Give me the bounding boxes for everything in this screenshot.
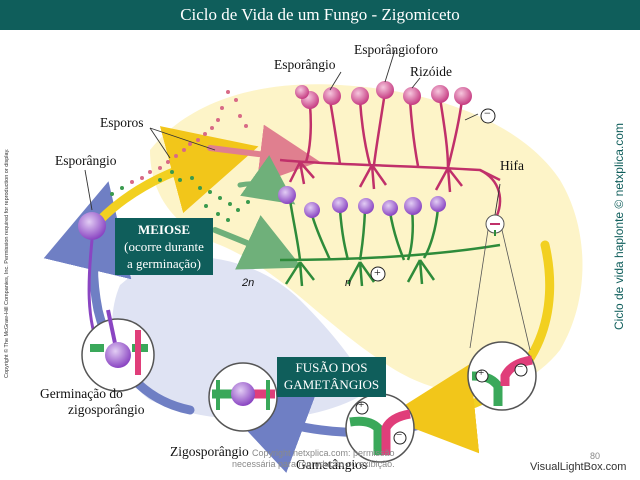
meiose-line2: a germinação) [127,256,201,271]
pink-sporangia [295,81,472,109]
watermark-line2: necessária para reprodução ou exibição. [232,459,395,469]
minus-symbol-top: − [484,106,491,120]
label-esporos: Esporos [100,115,144,130]
label-esporangioforo: Esporângioforo [354,42,438,57]
minus-symbol-zoom-gametangia: − [396,429,403,441]
meiose-box: MEIOSE (ocorre durante a germinação) [115,218,213,275]
plus-symbol-zoom-right: + [478,367,485,379]
label-gametangios: Gametângios [296,457,368,472]
label-zigosporangio: Zigosporângio [170,444,249,459]
arrow-green-up [237,155,296,205]
label-germinacao-line1: Germinação do [40,386,123,401]
side-caption-right: Ciclo de vida haplonte © netxplica.com [612,123,626,330]
label-rizoide: Rizóide [410,64,452,79]
page-number: 80 [590,451,601,461]
arrow-to-spores [95,126,259,225]
label-esporangio-left: Esporângio [55,153,117,168]
plus-symbol-mid: + [374,265,381,279]
fusao-line2: GAMETÂNGIOS [283,377,380,392]
spores-green [110,170,250,222]
plus-symbol-zoom-gametangia: + [358,399,365,411]
cycle-arrow-left [43,181,195,415]
slide-title: Ciclo de Vida de um Fungo - Zigomiceto [0,0,640,30]
label-n: n [345,277,352,289]
zoom-germination [81,309,155,392]
side-copyright-left: Copyright © The McGraw-Hill Companies, I… [4,148,10,378]
site-credit[interactable]: VisualLightBox.com [530,461,627,473]
arrow-spores-to-green [212,215,303,270]
meiose-title: MEIOSE [137,222,190,237]
left-sporangium [78,212,106,240]
zoom-hyphae-meeting [467,341,537,411]
life-cycle-diagram [43,49,583,473]
fusao-line1: FUSÃO DOS [295,360,368,375]
label-2n: 2n [242,277,255,289]
green-sporangia [278,186,446,218]
zoom-zygosporangium [208,362,278,432]
spores [130,90,248,184]
minus-symbol-zoom-right: − [517,361,524,373]
meiose-line1: (ocorre durante [124,239,204,254]
zoom-gametangia [345,393,415,463]
label-esporangio-top: Esporângio [274,57,336,72]
label-hifa: Hifa [500,158,524,173]
label-pointers [84,49,501,216]
watermark-line1: Copyright netxplica.com: permissão [252,448,395,458]
label-germinacao-line2: zigosporângio [68,402,145,417]
fusao-box: FUSÃO DOS GAMETÂNGIOS [277,357,386,397]
